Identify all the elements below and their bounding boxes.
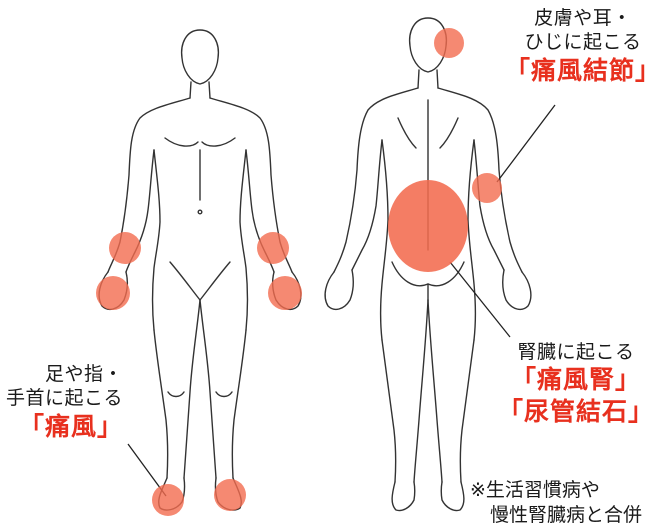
tophi-label: 皮膚や耳・ ひじに起こる 「痛風結節」 bbox=[505, 6, 661, 87]
highlight-ear bbox=[434, 28, 464, 58]
highlight-kidney bbox=[388, 180, 468, 272]
highlight-right-wrist bbox=[257, 232, 289, 264]
footnote-line-2: 慢性腎臓病と合併 bbox=[470, 503, 642, 528]
gout-line-2: 手首に起こる bbox=[6, 386, 123, 410]
highlight-left-hand bbox=[96, 276, 130, 310]
kidney-label: 腎臓に起こる 「痛風腎」 「尿管結石」 bbox=[498, 340, 654, 428]
leader-lines bbox=[128, 105, 555, 496]
highlight-elbow bbox=[472, 173, 502, 203]
tophi-disease: 「痛風結節」 bbox=[505, 55, 661, 87]
highlight-left-foot bbox=[152, 484, 184, 516]
kidney-disease-1: 「痛風腎」 bbox=[498, 364, 654, 396]
tophi-line-2: ひじに起こる bbox=[505, 30, 661, 54]
gout-disease: 「痛風」 bbox=[6, 411, 123, 443]
kidney-disease-2: 「尿管結石」 bbox=[498, 396, 654, 428]
highlight-right-foot bbox=[214, 479, 246, 511]
affected-areas bbox=[96, 28, 502, 516]
leader-line-kidney bbox=[450, 262, 510, 337]
gout-label: 足や指・ 手首に起こる 「痛風」 bbox=[6, 362, 123, 443]
highlight-left-wrist bbox=[109, 232, 141, 264]
tophi-line-1: 皮膚や耳・ bbox=[505, 6, 661, 30]
highlight-right-hand bbox=[268, 276, 302, 310]
kidney-line-1: 腎臓に起こる bbox=[498, 340, 654, 364]
footnote-line-1: ※生活習慣病や bbox=[470, 478, 642, 503]
front-body-figure bbox=[99, 30, 301, 510]
gout-line-1: 足や指・ bbox=[6, 362, 123, 386]
footnote: ※生活習慣病や 慢性腎臓病と合併 bbox=[470, 478, 642, 527]
leader-line-elbow bbox=[497, 105, 555, 182]
